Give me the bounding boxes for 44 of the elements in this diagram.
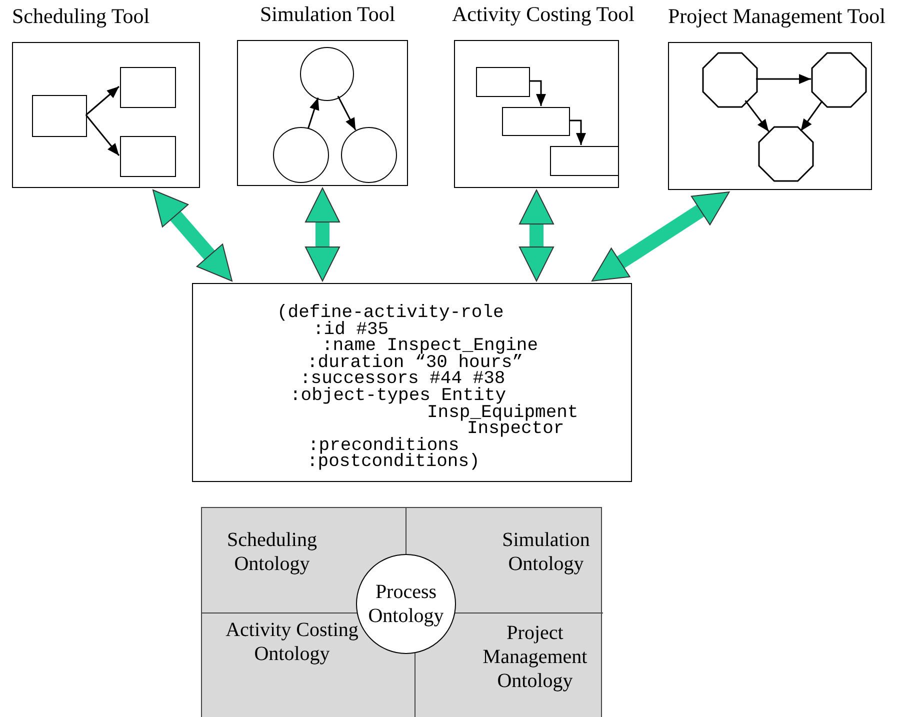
tool-title: Scheduling Tool (12, 4, 150, 29)
tool-window (12, 42, 200, 188)
tool-title: Simulation Tool (260, 2, 396, 27)
code-line: :object-types Entity (290, 388, 506, 405)
code-line: :preconditions (308, 438, 460, 455)
quadrant-label: Scheduling Ontology (212, 528, 332, 576)
code-line: (define-activity-role (277, 305, 504, 322)
arrow (569, 120, 586, 145)
small-box (476, 67, 530, 97)
ontology-panel (201, 507, 602, 717)
arrow (85, 114, 120, 156)
arrow (308, 98, 320, 129)
arrow (86, 86, 120, 116)
circle-shape (300, 47, 354, 101)
quadrant-label: Project Management Ontology (460, 621, 610, 693)
small-box (550, 146, 619, 176)
double-arrow (305, 188, 340, 282)
small-box (120, 67, 176, 108)
double-arrow (519, 190, 554, 282)
double-arrow (152, 190, 232, 282)
tool-window (454, 40, 619, 188)
tool-window (668, 42, 872, 190)
code-line: :postconditions) (307, 454, 480, 472)
arrow (756, 74, 811, 84)
arrow (744, 100, 770, 132)
code-line: :duration “30 hours” (307, 354, 524, 372)
circle-label: Process Ontology (367, 580, 445, 628)
small-box (502, 107, 570, 136)
double-arrow (592, 192, 730, 282)
code-line: :name Inspect_Engine (322, 338, 538, 356)
arrow (800, 100, 823, 132)
code-line: :successors #44 #38 (300, 371, 506, 388)
tool-title: Activity Costing Tool (452, 2, 634, 27)
arrow (337, 96, 356, 130)
code-line: Insp_Equipment (427, 404, 578, 422)
code-line: :id #35 (313, 322, 389, 339)
small-box (120, 136, 176, 177)
arrow (529, 80, 546, 106)
code-line: Inspector (467, 421, 564, 438)
small-box (32, 95, 87, 137)
quadrant-label: Simulation Ontology (491, 528, 601, 576)
quadrant-label: Activity Costing Ontology (222, 618, 362, 666)
tool-title: Project Management Tool (668, 4, 886, 29)
tool-window (237, 40, 408, 186)
